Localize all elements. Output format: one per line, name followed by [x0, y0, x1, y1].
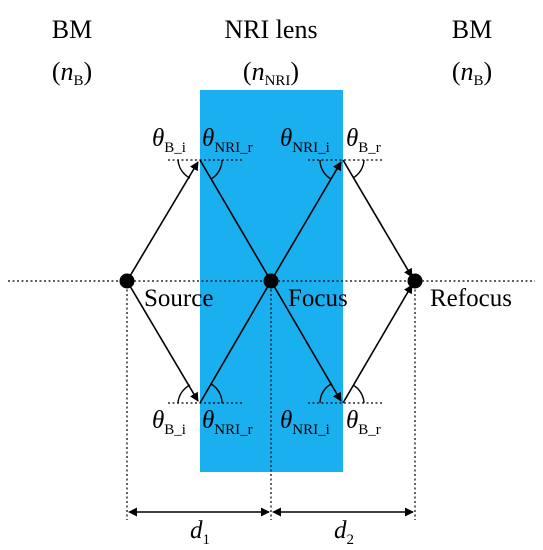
- arc-top-right: [352, 159, 365, 179]
- focus-label: Focus: [288, 285, 348, 312]
- ray-bottom-to-refocus: [342, 284, 413, 404]
- left-index-sub: B: [73, 73, 83, 89]
- ray-lens-top-cross: [199, 159, 272, 282]
- left-index-symbol: n: [60, 57, 73, 86]
- arc-bottom-left: [177, 384, 191, 404]
- refocus-label: Refocus: [430, 285, 512, 312]
- distance-guides: [126, 285, 416, 520]
- rays: [126, 159, 413, 404]
- left-medium-index: (nB): [52, 57, 92, 89]
- ray-lens-bottom-cross: [199, 280, 272, 404]
- lens-medium-index: (nNRI): [243, 57, 299, 89]
- theta-nrii-top: θNRI_i: [280, 125, 330, 156]
- ray-focus-to-top: [270, 161, 342, 282]
- d2-label: d2: [334, 517, 354, 548]
- arc-top-left: [177, 159, 191, 179]
- ray-source-to-bottom: [126, 280, 199, 402]
- theta-nrii-bottom: θNRI_i: [280, 407, 330, 438]
- right-index-sub: B: [473, 73, 483, 89]
- ray-focus-to-bottom: [270, 280, 342, 402]
- d1-label: d1: [190, 517, 210, 548]
- interface-normals: [168, 159, 382, 404]
- theta-bi-top: θB_i: [152, 125, 186, 156]
- source-point: [119, 273, 135, 289]
- right-medium-index: (nB): [452, 57, 492, 89]
- arc-bottom-right-nri: [319, 383, 332, 404]
- lens-medium-name: NRI lens: [224, 15, 317, 44]
- lens-index-sub: NRI: [265, 73, 291, 89]
- theta-nrir-top: θNRI_r: [202, 125, 253, 156]
- theta-br-top: θB_r: [346, 125, 381, 156]
- right-index-symbol: n: [460, 57, 473, 86]
- left-medium-name: BM: [52, 15, 92, 44]
- lens-index-symbol: n: [252, 57, 265, 86]
- focus-point: [263, 273, 279, 289]
- theta-bi-bottom: θB_i: [152, 407, 186, 438]
- theta-nrir-bottom: θNRI_r: [202, 407, 253, 438]
- arc-bottom-left-nri: [210, 383, 223, 404]
- ray-source-to-top: [126, 161, 199, 282]
- arc-top-left-nri: [210, 159, 223, 180]
- arc-top-right-nri: [319, 159, 332, 180]
- source-label: Source: [144, 285, 213, 312]
- arc-bottom-right: [352, 384, 365, 404]
- ray-top-to-refocus: [342, 159, 413, 278]
- theta-br-bottom: θB_r: [346, 407, 381, 438]
- right-medium-name: BM: [452, 15, 492, 44]
- refocus-point: [407, 273, 423, 289]
